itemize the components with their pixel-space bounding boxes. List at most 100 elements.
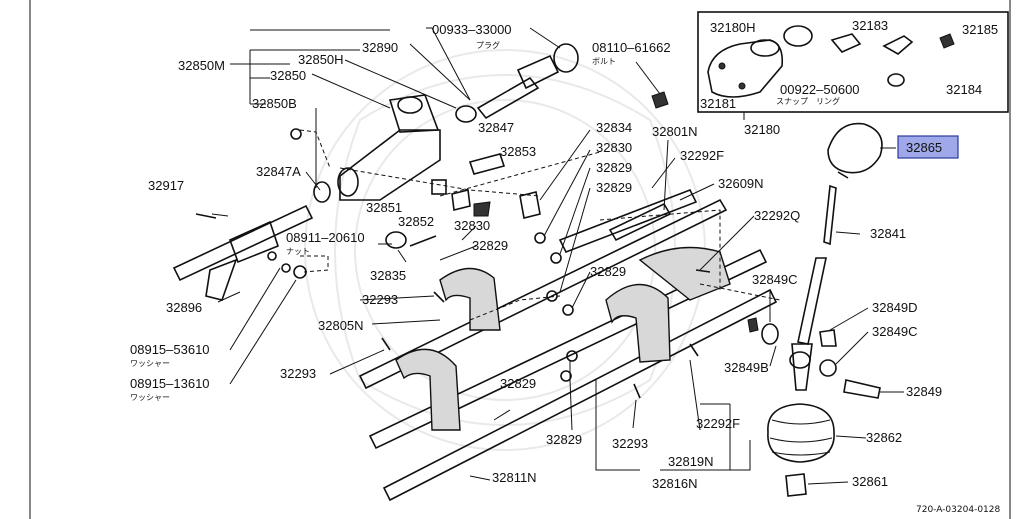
label-32184: 32184 bbox=[946, 82, 982, 97]
label-32850M: 32850M bbox=[178, 58, 225, 73]
label-32829-b: 32829 bbox=[596, 180, 632, 195]
label-00933-sub: プラグ bbox=[476, 40, 500, 50]
part-32184-pin bbox=[882, 35, 914, 55]
pin-32293-1 bbox=[433, 291, 445, 303]
label-08110-sub: ボルト bbox=[592, 57, 616, 66]
label-32293-a: 32293 bbox=[362, 292, 398, 307]
part-32849C-b bbox=[819, 359, 837, 377]
label-08915-53610: 08915–53610 bbox=[130, 342, 210, 357]
part-32862-boot bbox=[767, 403, 835, 463]
part-32183 bbox=[830, 33, 862, 53]
part-32849C-clip bbox=[747, 317, 759, 333]
label-32861: 32861 bbox=[852, 474, 888, 489]
ball-32829-5 bbox=[566, 350, 578, 362]
label-32852: 32852 bbox=[398, 214, 434, 229]
label-08110-61662: 08110–61662 bbox=[592, 40, 671, 55]
part-32917-pin bbox=[195, 213, 217, 219]
pin-32292Q bbox=[695, 269, 711, 273]
lever-lower bbox=[791, 343, 813, 391]
label-08915-a-sub: ワッシャー bbox=[130, 359, 170, 368]
label-32849B: 32849B bbox=[724, 360, 769, 375]
inset-box-32180 bbox=[697, 11, 1009, 113]
label-32890: 32890 bbox=[362, 40, 398, 55]
part-08911-nut bbox=[385, 231, 407, 249]
label-32850B: 32850B bbox=[252, 96, 297, 111]
fork-32819N bbox=[638, 246, 731, 301]
part-32850B-clip bbox=[290, 128, 302, 140]
label-32851: 32851 bbox=[366, 200, 402, 215]
label-32805N: 32805N bbox=[318, 318, 364, 333]
ball-32829-6 bbox=[560, 370, 572, 382]
label-32830-a: 32830 bbox=[596, 140, 632, 155]
part-32853-nut bbox=[473, 201, 491, 217]
part-32849D bbox=[819, 329, 837, 347]
label-32829-d: 32829 bbox=[590, 264, 626, 279]
label-32847A: 32847A bbox=[256, 164, 301, 179]
part-32865-knob bbox=[827, 122, 883, 174]
part-00922-snap-ring bbox=[887, 73, 905, 87]
part-00933-plug bbox=[553, 43, 579, 73]
pin-32292F-b bbox=[689, 343, 699, 357]
label-32180: 32180 bbox=[744, 122, 780, 137]
label-32850H: 32850H bbox=[298, 52, 344, 67]
part-32890-rod bbox=[455, 54, 560, 123]
label-32849: 32849 bbox=[906, 384, 942, 399]
part-32847A-washer bbox=[313, 181, 331, 203]
part-32830-spring bbox=[409, 235, 437, 247]
label-32181: 32181 bbox=[700, 96, 736, 111]
label-32834: 32834 bbox=[596, 120, 632, 135]
fork-32811N bbox=[395, 348, 461, 431]
label-08915-b-sub: ワッシャー bbox=[130, 393, 170, 402]
part-32849B bbox=[789, 351, 811, 369]
part-32849C-a bbox=[761, 323, 779, 345]
label-32896: 32896 bbox=[166, 300, 202, 315]
label-00922-50600: 00922–50600 bbox=[780, 82, 860, 97]
label-32829-a: 32829 bbox=[596, 160, 632, 175]
label-08911-20610: 08911–20610 bbox=[286, 230, 365, 245]
label-32849C-a: 32849C bbox=[752, 272, 798, 287]
label-32917: 32917 bbox=[148, 178, 184, 193]
label-32862: 32862 bbox=[866, 430, 902, 445]
part-32852-spring bbox=[451, 189, 471, 211]
label-32180H: 32180H bbox=[710, 20, 756, 35]
label-32829-f: 32829 bbox=[546, 432, 582, 447]
label-32292Q: 32292Q bbox=[754, 208, 800, 223]
label-32829-e: 32829 bbox=[500, 376, 536, 391]
part-32841-lever bbox=[823, 184, 837, 246]
label-32819N: 32819N bbox=[668, 454, 714, 469]
ball-32829-1 bbox=[534, 232, 546, 244]
label-32801N: 32801N bbox=[652, 124, 698, 139]
label-32609N: 32609N bbox=[718, 176, 764, 191]
label-08911-sub: ナット bbox=[286, 247, 310, 256]
label-08915-13610: 08915–13610 bbox=[130, 376, 210, 391]
ball-32829-4 bbox=[562, 304, 574, 316]
label-32830-b: 32830 bbox=[454, 218, 490, 233]
pin-32293-2 bbox=[381, 337, 391, 351]
part-32847-pin bbox=[468, 153, 506, 175]
label-32292F-b: 32292F bbox=[696, 416, 740, 431]
label-00933-33000: 00933–33000 bbox=[432, 22, 512, 37]
leader-lines bbox=[211, 27, 904, 485]
label-32811N: 32811N bbox=[492, 470, 537, 485]
part-08110-bolt bbox=[651, 91, 669, 109]
label-32185: 32185 bbox=[962, 22, 998, 37]
shift-rods bbox=[358, 188, 778, 502]
boot-ribs bbox=[769, 419, 833, 456]
part-32180H-ring bbox=[783, 25, 813, 47]
part-08915-washer-b bbox=[281, 263, 291, 273]
fork-32816N bbox=[605, 283, 671, 363]
label-32183: 32183 bbox=[852, 18, 888, 33]
label-00922-sub: スナップ リング bbox=[776, 96, 840, 106]
ball-32829-2 bbox=[550, 252, 562, 264]
label-32853: 32853 bbox=[500, 144, 536, 159]
part-32861 bbox=[785, 473, 807, 497]
figure-code: 720-A-03204-0128 bbox=[916, 505, 1000, 515]
dashed-guide-lines bbox=[299, 129, 781, 321]
highlight-box-32865 bbox=[897, 135, 959, 159]
label-32816N: 32816N bbox=[652, 476, 698, 491]
label-32847: 32847 bbox=[478, 120, 514, 135]
label-32829-c: 32829 bbox=[472, 238, 508, 253]
knob-stem bbox=[837, 171, 849, 179]
part-08915-washer-a bbox=[267, 251, 277, 261]
